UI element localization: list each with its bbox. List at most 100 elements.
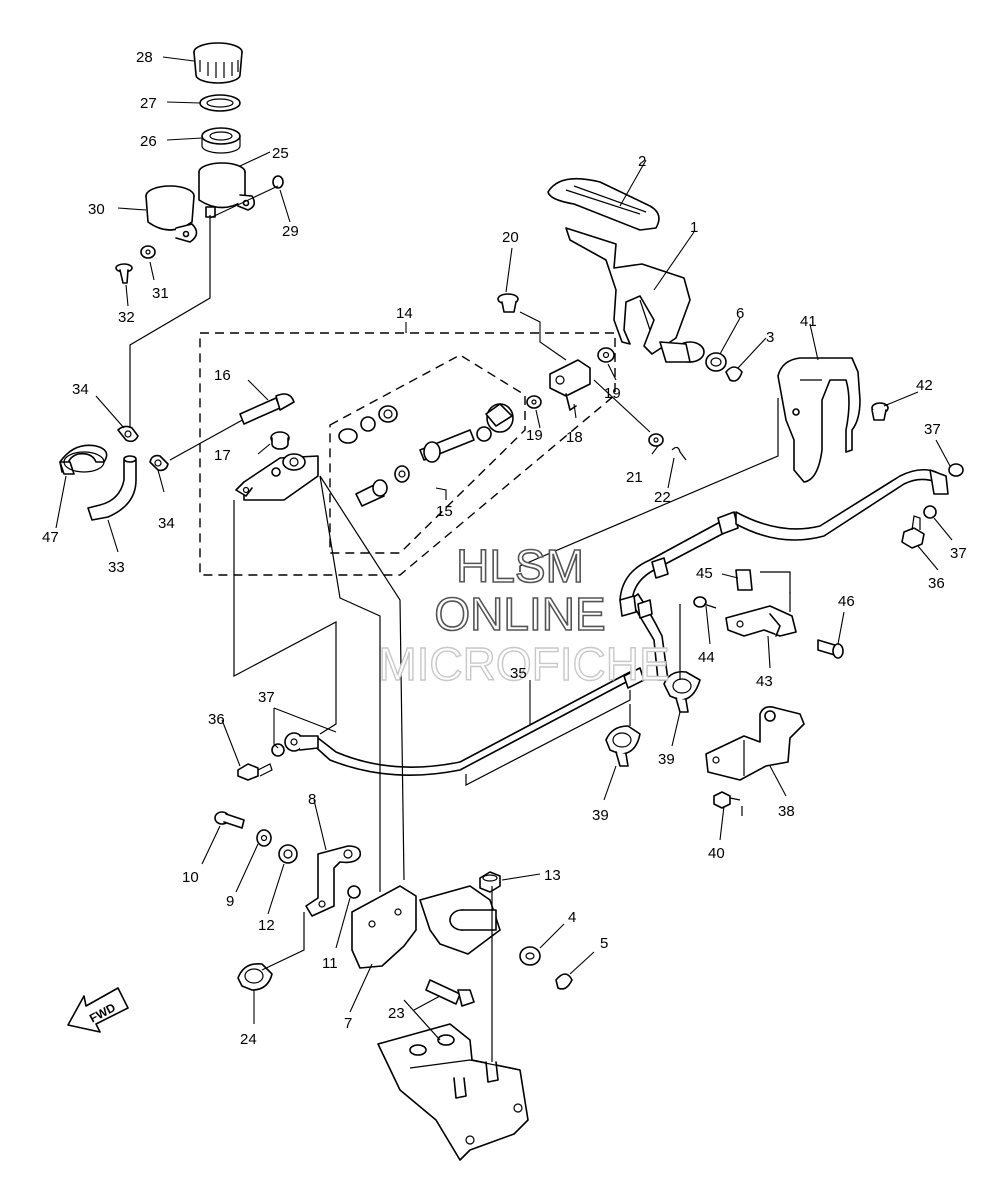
callout-37-lower: 37	[950, 545, 967, 562]
assembly-15-outline	[329, 354, 526, 554]
callout-42: 42	[916, 377, 933, 394]
callout-36-left: 36	[208, 711, 225, 728]
banjo-bolt-36-right	[901, 515, 925, 549]
bracket-41	[777, 357, 861, 483]
callout-34-upper: 34	[72, 381, 89, 398]
callout-1: 1	[690, 219, 698, 236]
callout-20: 20	[502, 229, 519, 246]
pedal-pivot-bracket	[419, 885, 501, 955]
callout-32: 32	[118, 309, 135, 326]
brake-pedal-pad	[547, 177, 660, 231]
clevis-yoke	[549, 359, 591, 411]
callout-29: 29	[282, 223, 299, 240]
assembly-14-outline	[199, 332, 616, 576]
callout-34-lower: 34	[158, 515, 175, 532]
callout-30: 30	[88, 201, 105, 218]
reservoir-diaphragm	[199, 94, 241, 112]
reservoir-cover	[145, 185, 198, 243]
callout-18: 18	[566, 429, 583, 446]
clevis-pin-bolt	[497, 293, 519, 313]
watermark-line-1: HLSM	[456, 540, 584, 592]
callout-labels: 1 2 3 4 5 6 7 8 9 10 11 12 13 14 15 16 1…	[42, 49, 967, 1048]
callout-40: 40	[708, 845, 725, 862]
callout-3: 3	[766, 329, 774, 346]
callout-6: 6	[736, 305, 744, 322]
hose-guide-clamp-45	[735, 569, 753, 591]
master-cylinder-body	[235, 453, 319, 501]
callout-5: 5	[600, 935, 608, 952]
clevis-washer-21	[648, 433, 664, 447]
reservoir-hose	[87, 459, 137, 521]
bracket-bolt-23	[425, 979, 475, 1007]
hose-clamp-39-lower	[605, 725, 641, 767]
brake-hose-main	[309, 671, 631, 776]
banjo-bolt-36-left	[237, 763, 273, 781]
watermark-line-2: ONLINE	[434, 588, 605, 640]
fwd-arrow-icon: FWD	[67, 987, 129, 1033]
pedal-spring-6	[705, 352, 727, 372]
callout-19-right: 19	[604, 385, 621, 402]
callout-10: 10	[182, 869, 199, 886]
bracket-bolt-10	[214, 811, 245, 829]
callout-37-left: 37	[258, 689, 275, 706]
callout-9: 9	[226, 893, 234, 910]
callout-4: 4	[568, 909, 576, 926]
callout-35: 35	[510, 665, 527, 682]
hose-clamp-39-upper	[663, 670, 701, 713]
hose-guide-43	[725, 605, 797, 637]
callout-25: 25	[272, 145, 289, 162]
callout-28: 28	[136, 49, 153, 66]
callout-39-left: 39	[592, 807, 609, 824]
pivot-washer-19	[597, 347, 615, 363]
callout-13: 13	[544, 867, 561, 884]
frame-mount-base	[377, 1023, 529, 1161]
pivot-clip-5	[555, 973, 573, 990]
leader-lines	[55, 56, 953, 1024]
watermark-line-3: MICROFICHE	[378, 638, 669, 690]
banjo-washer-37-upper	[948, 463, 964, 477]
reservoir-screw	[115, 263, 133, 284]
callout-38: 38	[778, 803, 795, 820]
hose-clip-34-lower	[149, 454, 169, 472]
piston-kit-parts	[338, 403, 514, 507]
banjo-washer-37-left	[271, 743, 285, 757]
pivot-washer-4	[519, 946, 541, 966]
callout-23: 23	[388, 1005, 405, 1022]
reservoir-grommet	[272, 175, 284, 189]
callout-33: 33	[108, 559, 125, 576]
callout-2: 2	[638, 153, 646, 170]
callout-8: 8	[308, 791, 316, 808]
brake-hose-rear	[735, 468, 937, 541]
callout-14: 14	[396, 305, 413, 322]
callout-47: 47	[42, 529, 59, 546]
callout-19-left: 19	[526, 427, 543, 444]
guide-bolt-46	[817, 639, 844, 659]
callout-27: 27	[140, 95, 157, 112]
reservoir-washer	[140, 245, 156, 259]
pedal-clip-3	[725, 366, 743, 382]
callout-37-upper: 37	[924, 421, 941, 438]
cylinder-bracket-7	[351, 885, 417, 969]
bracket-bolt-40	[713, 791, 741, 809]
callout-12: 12	[258, 917, 275, 934]
callout-43: 43	[756, 673, 773, 690]
clevis-washer-19	[526, 395, 542, 409]
reservoir-cap	[193, 42, 243, 84]
callout-26: 26	[140, 133, 157, 150]
reservoir-to-cylinder-line	[129, 215, 211, 428]
hose-clamp-24	[237, 962, 273, 991]
callout-46: 46	[838, 593, 855, 610]
callout-41: 41	[800, 313, 817, 330]
reservoir-plate	[201, 127, 241, 154]
cotter-pin	[671, 446, 687, 461]
bracket-washer-9	[256, 829, 272, 847]
hose-end-fitting-left	[284, 732, 319, 752]
callout-21: 21	[626, 469, 643, 486]
bracket-collar-12	[278, 844, 298, 864]
assembly-link-lines	[233, 398, 791, 1062]
hose-clip-34-upper	[117, 425, 139, 443]
bracket-collar-11	[347, 885, 361, 899]
callout-16: 16	[214, 367, 231, 384]
reservoir-hose-joint	[239, 393, 295, 425]
